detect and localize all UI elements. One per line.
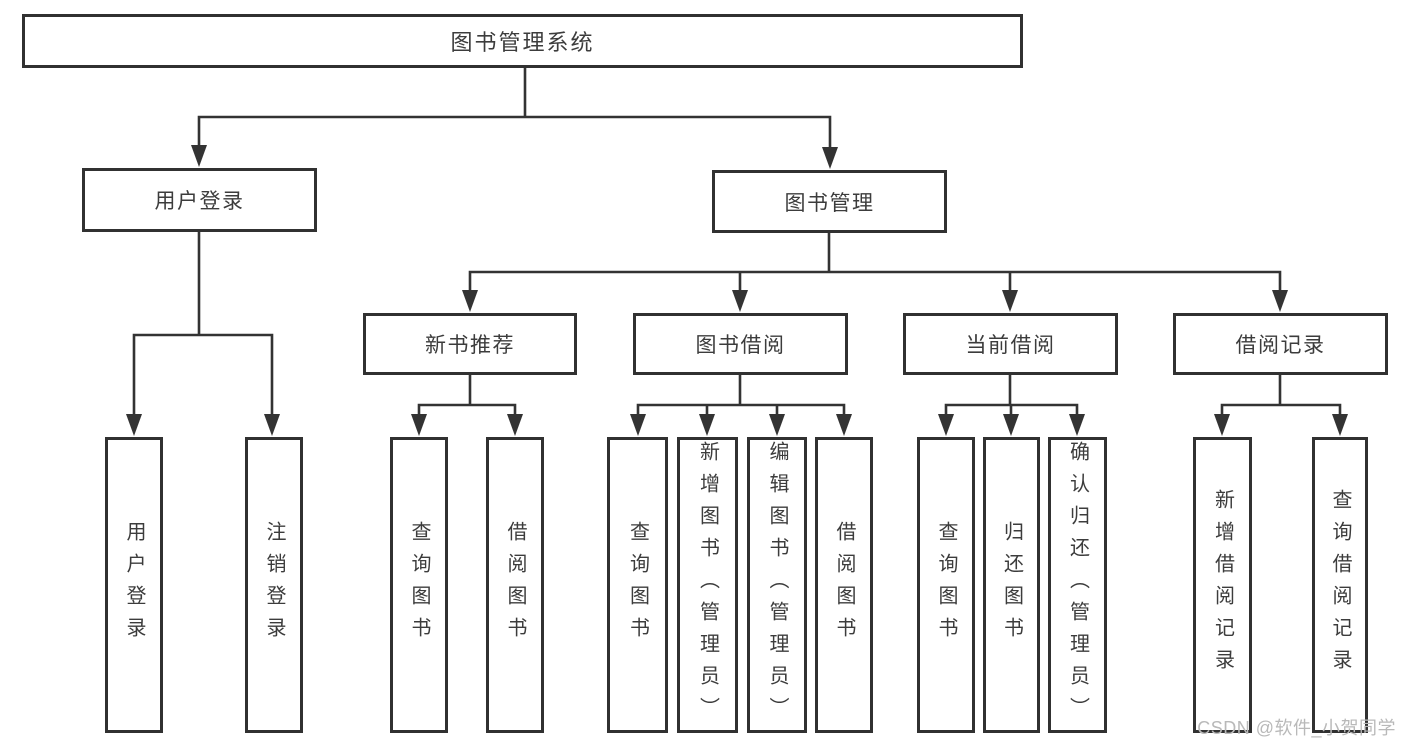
node-new-book-recommend: 新书推荐 <box>363 313 577 375</box>
connector-path <box>636 373 846 418</box>
node-label: 新增图书（管理员） <box>696 441 719 729</box>
arrowhead-icon <box>822 147 838 169</box>
node-borrow-records: 借阅记录 <box>1173 313 1388 375</box>
arrowhead-icon <box>1332 414 1348 436</box>
arrowhead-icon <box>1069 414 1085 436</box>
node-label: 查询图书 <box>626 521 649 649</box>
node-label: 编辑图书（管理员） <box>766 441 788 729</box>
node-borrow-books-a: 借阅图书 <box>486 437 544 733</box>
arrowhead-icon <box>126 414 142 436</box>
node-add-borrow-record: 新增借阅记录 <box>1193 437 1252 733</box>
node-query-borrow-record: 查询借阅记录 <box>1312 437 1368 733</box>
arrowhead-icon <box>1003 414 1019 436</box>
arrowhead-icon <box>1214 414 1230 436</box>
arrowhead-icon <box>769 414 785 436</box>
watermark: CSDN @软件_小贺同学 <box>1197 718 1396 738</box>
node-label: 归还图书 <box>1000 521 1023 649</box>
arrowhead-icon <box>191 145 207 167</box>
arrowhead-icon <box>732 290 748 312</box>
node-user-login-leaf: 用户登录 <box>105 437 163 733</box>
connector-path <box>197 66 832 151</box>
node-label: 注销登录 <box>263 521 285 649</box>
node-logout-leaf: 注销登录 <box>245 437 303 733</box>
arrowhead-icon <box>462 290 478 312</box>
connector-path <box>132 230 274 418</box>
node-label: 用户登录 <box>123 521 145 649</box>
arrowhead-icon <box>836 414 852 436</box>
connector-path <box>417 373 517 418</box>
node-label: 查询图书 <box>408 521 430 649</box>
arrowhead-icon <box>1002 290 1018 312</box>
arrowhead-icon <box>507 414 523 436</box>
node-user-login-branch: 用户登录 <box>82 168 317 232</box>
node-query-books-b: 查询图书 <box>607 437 668 733</box>
node-label: 查询借阅记录 <box>1329 489 1351 681</box>
node-confirm-return-admin: 确认归还（管理员） <box>1048 437 1107 733</box>
node-label: 新增借阅记录 <box>1211 489 1234 681</box>
arrowhead-icon <box>264 414 280 436</box>
node-query-books-c: 查询图书 <box>917 437 975 733</box>
arrowhead-icon <box>630 414 646 436</box>
node-edit-books-admin: 编辑图书（管理员） <box>747 437 807 733</box>
node-query-books-a: 查询图书 <box>390 437 448 733</box>
node-return-books: 归还图书 <box>983 437 1040 733</box>
node-current-borrow: 当前借阅 <box>903 313 1118 375</box>
node-label: 借阅图书 <box>504 521 526 649</box>
arrowhead-icon <box>699 414 715 436</box>
arrowhead-icon <box>938 414 954 436</box>
node-label: 确认归还（管理员） <box>1066 441 1089 729</box>
connector-path <box>468 231 1282 294</box>
node-label: 查询图书 <box>935 521 957 649</box>
connector-path <box>1220 373 1342 418</box>
connector-path <box>944 373 1079 418</box>
node-add-books-admin: 新增图书（管理员） <box>677 437 738 733</box>
node-label: 借阅图书 <box>833 521 855 649</box>
node-book-borrow: 图书借阅 <box>633 313 848 375</box>
node-book-mgmt-branch: 图书管理 <box>712 170 947 233</box>
arrowhead-icon <box>411 414 427 436</box>
node-root: 图书管理系统 <box>22 14 1023 68</box>
node-borrow-books-b: 借阅图书 <box>815 437 873 733</box>
arrowhead-icon <box>1272 290 1288 312</box>
